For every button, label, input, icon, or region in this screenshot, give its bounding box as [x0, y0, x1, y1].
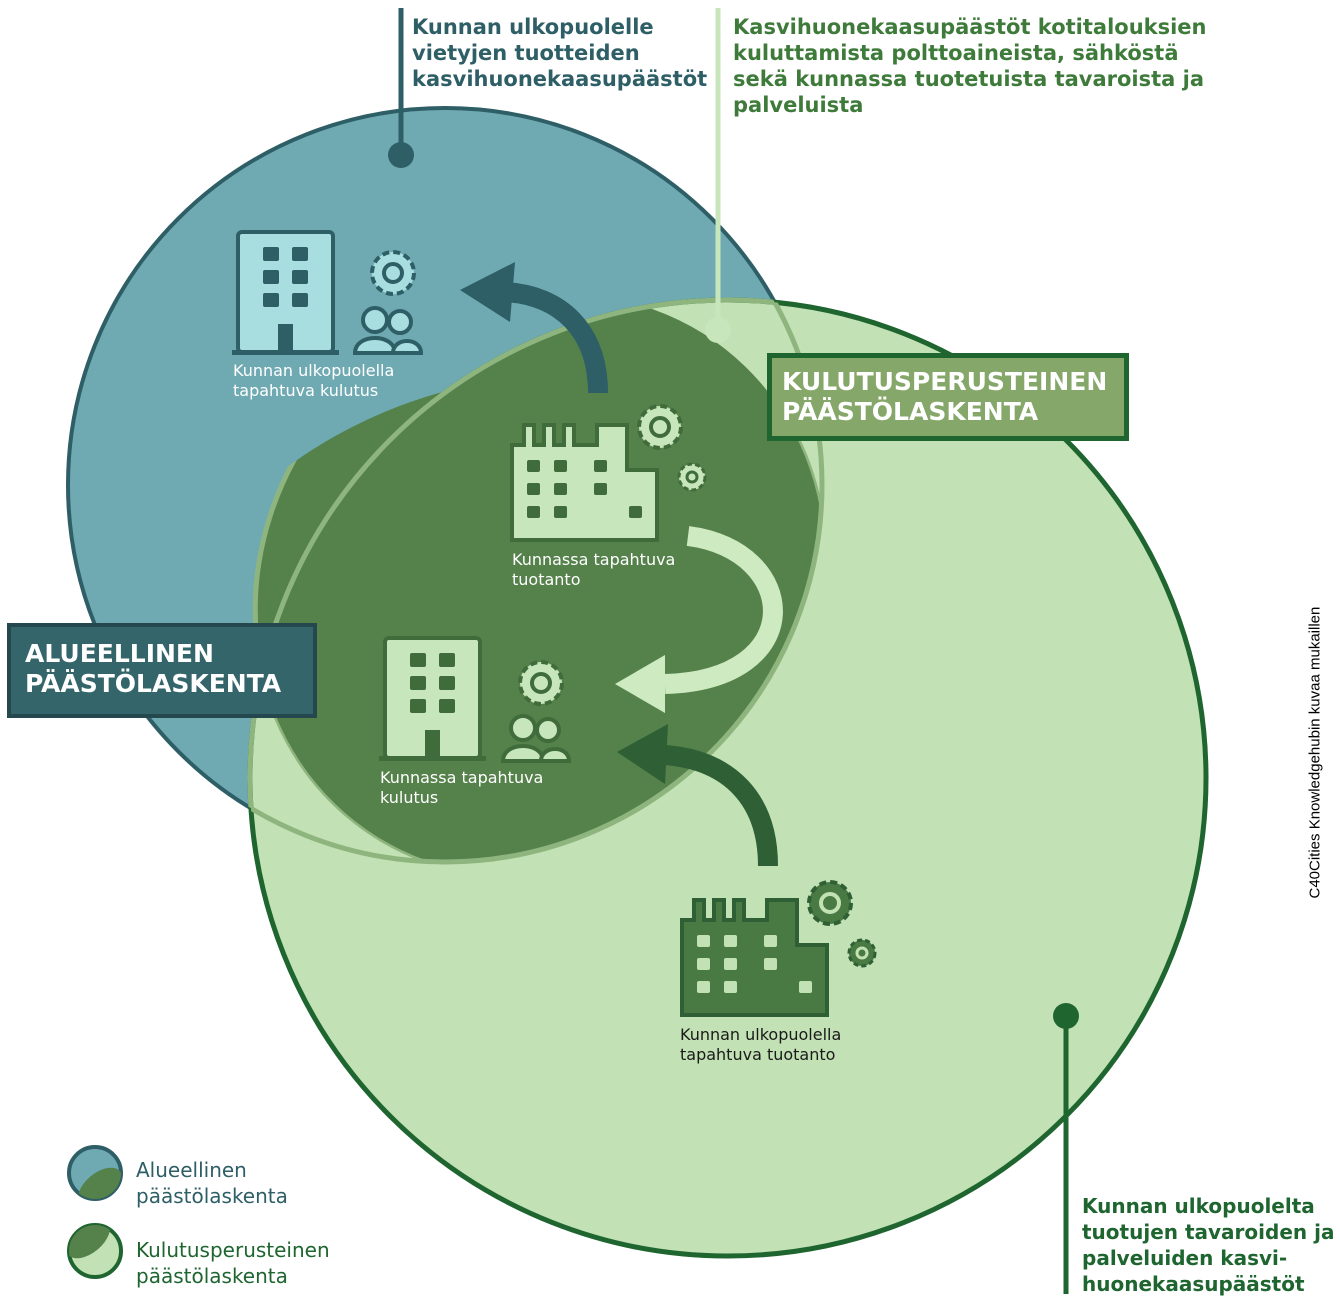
- label-line: kulutus: [380, 788, 439, 807]
- legend-line: Kulutusperusteinen: [136, 1238, 330, 1262]
- gear-icon: [847, 938, 877, 968]
- annotation-line: huonekaasupäästöt: [1082, 1272, 1305, 1296]
- label-outside-consumption: Kunnan ulkopuolella tapahtuva kulutus: [233, 361, 394, 401]
- legend-line: päästölaskenta: [136, 1184, 288, 1208]
- box-line: PÄÄSTÖLASKENTA: [25, 669, 282, 698]
- label-outside-production: Kunnan ulkopuolella tapahtuva tuotanto: [680, 1025, 841, 1065]
- box-line: PÄÄSTÖLASKENTA: [782, 397, 1039, 426]
- label-line: tapahtuva kulutus: [233, 381, 379, 400]
- gear-icon: [807, 880, 853, 926]
- label-line: Kunnan ulkopuolella: [233, 361, 395, 380]
- annotation-line: Kasvihuonekaasupäästöt kotitalouksien: [733, 15, 1207, 39]
- label-line: Kunnassa tapahtuva: [512, 550, 676, 569]
- leader-dot-top-left: [388, 142, 414, 168]
- leader-dot-bottom-right: [1053, 1003, 1079, 1029]
- annotation-line: palveluista: [733, 93, 864, 117]
- legend-territorial-label: Alueellinen päästölaskenta: [136, 1157, 288, 1209]
- label-local-production: Kunnassa tapahtuva tuotanto: [512, 550, 675, 590]
- gear-icon: [677, 462, 707, 492]
- legend-line: päästölaskenta: [136, 1264, 288, 1288]
- annotation-line: sekä kunnassa tuotetuista tavaroista ja: [733, 67, 1205, 91]
- label-line: tuotanto: [512, 570, 581, 589]
- gear-icon: [518, 660, 564, 706]
- annotation-line: palveluiden kasvi-: [1082, 1246, 1288, 1270]
- annotation-line: kuluttamista polttoaineista, sähköstä: [733, 41, 1179, 65]
- label-line: Kunnan ulkopuolella: [680, 1025, 842, 1044]
- arrow-icon: [460, 262, 608, 394]
- arrow-icon: [615, 526, 783, 713]
- consumption-accounting-box: KULUTUSPERUSTEINEN PÄÄSTÖLASKENTA: [767, 353, 1129, 441]
- building-icon: [232, 230, 339, 355]
- factory-icon: [510, 423, 659, 542]
- legend-territorial-swatch: [67, 1145, 123, 1201]
- box-line: KULUTUSPERUSTEINEN: [782, 367, 1108, 396]
- legend-consumption-label: Kulutusperusteinen päästölaskenta: [136, 1237, 330, 1289]
- legend-consumption-swatch: [67, 1223, 123, 1279]
- annotation-bottom-right: Kunnan ulkopuolelta tuotujen tavaroiden …: [1082, 1193, 1334, 1297]
- annotation-line: vietyjen tuotteiden: [412, 41, 640, 65]
- territorial-accounting-box: ALUEELLINEN PÄÄSTÖLASKENTA: [7, 623, 317, 718]
- arrow-icon: [617, 724, 778, 867]
- gear-icon: [370, 250, 416, 296]
- annotation-line: Kunnan ulkopuolelle: [412, 15, 654, 39]
- people-icon: [500, 714, 572, 763]
- gear-icon: [637, 404, 683, 450]
- annotation-top-left: Kunnan ulkopuolelle vietyjen tuotteiden …: [412, 14, 707, 92]
- source-credit: C40Cities Knowledgehubin kuvaa mukaillen: [1306, 606, 1324, 899]
- label-line: Kunnassa tapahtuva: [380, 768, 544, 787]
- label-line: tapahtuva tuotanto: [680, 1045, 836, 1064]
- factory-icon: [680, 898, 829, 1017]
- legend-line: Alueellinen: [136, 1158, 247, 1182]
- label-local-consumption: Kunnassa tapahtuva kulutus: [380, 768, 543, 808]
- building-icon: [379, 636, 486, 761]
- box-line: ALUEELLINEN: [25, 639, 214, 668]
- leader-dot-top-right: [705, 317, 731, 343]
- annotation-line: kasvihuonekaasupäästöt: [412, 67, 708, 91]
- people-icon: [352, 306, 424, 355]
- annotation-line: tuotujen tavaroiden ja: [1082, 1220, 1335, 1244]
- annotation-line: Kunnan ulkopuolelta: [1082, 1194, 1315, 1218]
- annotation-top-right: Kasvihuonekaasupäästöt kotitalouksien ku…: [733, 14, 1207, 118]
